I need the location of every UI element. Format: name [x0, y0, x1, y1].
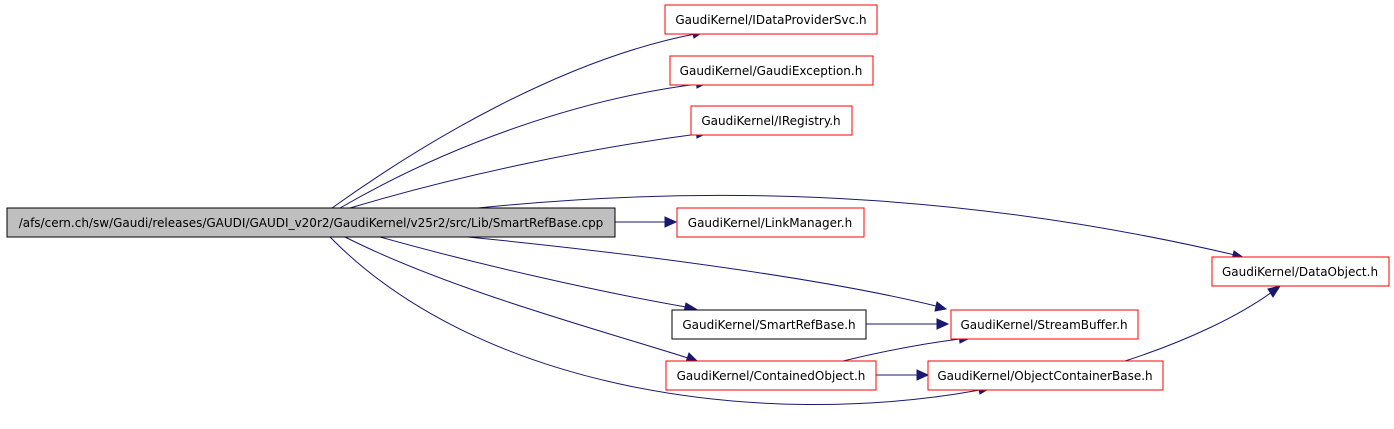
- edge-ocb-dobj: [1124, 291, 1273, 362]
- node-gaudiexception[interactable]: GaudiKernel/GaudiException.h: [669, 55, 874, 86]
- node-smartrefbase-label: GaudiKernel/SmartRefBase.h: [682, 318, 855, 332]
- edge-ocb-dobj-arrow: [1267, 285, 1282, 298]
- edge-cobj-sbuf: [842, 338, 961, 362]
- edge-root-idps: [331, 33, 696, 209]
- edge-srb-sbuf-arrow: [936, 318, 950, 330]
- node-containedobject[interactable]: GaudiKernel/ContainedObject.h: [665, 360, 877, 391]
- node-dataobject-label: GaudiKernel/DataObject.h: [1222, 265, 1378, 279]
- node-root-label: /afs/cern.ch/sw/Gaudi/releases/GAUDI/GAU…: [19, 216, 604, 230]
- edge-root-cobj: [344, 236, 689, 359]
- edge-root-gexc: [339, 83, 699, 209]
- node-objectcontainerbase[interactable]: GaudiKernel/ObjectContainerBase.h: [927, 360, 1164, 391]
- node-objectcontainerbase-label: GaudiKernel/ObjectContainerBase.h: [937, 369, 1152, 383]
- node-idataprovidersvc-label: GaudiKernel/IDataProviderSvc.h: [675, 13, 866, 27]
- edge-root-sbuf: [467, 236, 937, 307]
- node-streambuffer[interactable]: GaudiKernel/StreamBuffer.h: [950, 309, 1139, 340]
- nodes: /afs/cern.ch/sw/Gaudi/releases/GAUDI/GAU…: [6, 4, 1390, 391]
- node-iregistry[interactable]: GaudiKernel/IRegistry.h: [690, 105, 853, 136]
- node-linkmanager[interactable]: GaudiKernel/LinkManager.h: [676, 207, 865, 238]
- edge-root-sbuf-arrow: [934, 301, 948, 312]
- node-dataobject[interactable]: GaudiKernel/DataObject.h: [1211, 256, 1390, 287]
- node-smartrefbase[interactable]: GaudiKernel/SmartRefBase.h: [671, 309, 867, 340]
- edge-root-ireg: [349, 133, 699, 209]
- node-root[interactable]: /afs/cern.ch/sw/Gaudi/releases/GAUDI/GAU…: [6, 207, 616, 238]
- edge-root-srb: [379, 236, 687, 308]
- node-containedobject-label: GaudiKernel/ContainedObject.h: [677, 369, 866, 383]
- edge-root-dobj: [477, 194, 1236, 256]
- node-iregistry-label: GaudiKernel/IRegistry.h: [701, 114, 840, 128]
- edge-cobj-ocb-arrow: [916, 369, 930, 381]
- edge-root-lman-arrow: [664, 216, 678, 228]
- node-gaudiexception-label: GaudiKernel/GaudiException.h: [680, 64, 863, 78]
- edge-root-ocb: [329, 236, 981, 405]
- node-streambuffer-label: GaudiKernel/StreamBuffer.h: [960, 318, 1127, 332]
- node-idataprovidersvc[interactable]: GaudiKernel/IDataProviderSvc.h: [664, 4, 878, 35]
- node-linkmanager-label: GaudiKernel/LinkManager.h: [688, 216, 852, 230]
